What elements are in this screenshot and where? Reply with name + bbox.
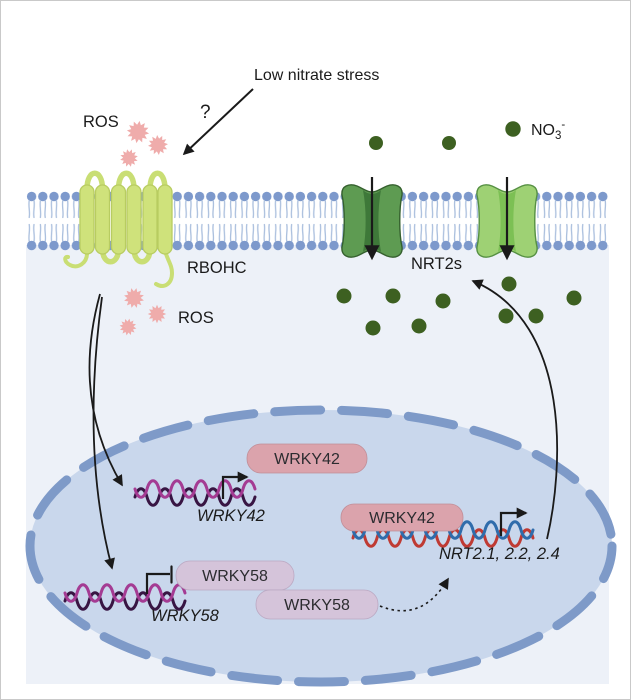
ros-particle: [125, 119, 151, 145]
nitrate-dot: [336, 288, 352, 304]
nitrate-dot: [528, 308, 544, 324]
nucleus-envelope: [25, 405, 617, 687]
wrky58-protein-box-1: [175, 560, 295, 591]
rbohc-helices: [79, 184, 173, 255]
ros-label-apoplast: ROS: [83, 113, 119, 131]
nrt2-induction-arrow: [471, 279, 558, 540]
wrky58-protein-box-2: [255, 589, 379, 620]
rbohc-c-tail: [154, 249, 175, 288]
ros-label-cytoplasm: ROS: [178, 309, 214, 327]
rbohc-label: RBOHC: [187, 259, 247, 277]
nitrate-dot: [566, 290, 582, 306]
nitrate-dot: [498, 308, 514, 324]
nitrate-dot: [411, 318, 427, 334]
wrky42-protein-box: [246, 443, 368, 474]
nitrate-dot: [385, 288, 401, 304]
wrky58-gene-dna: [63, 583, 187, 611]
rbohc-n-tail: [63, 249, 90, 269]
nitrate-label: NO3-: [531, 119, 565, 142]
nitrate-dot: [435, 293, 451, 309]
stimulus-label: Low nitrate stress: [254, 67, 379, 84]
wrky42-protein-label: WRKY42: [274, 451, 340, 468]
stimulus-arrow: [182, 88, 254, 156]
wrky58-transcription-repression: [145, 565, 173, 594]
ros-particle: [118, 147, 140, 169]
wrky58-gene-label: WRKY58: [151, 607, 220, 625]
nitrate-dot: [501, 276, 517, 292]
question-mark: ?: [200, 102, 211, 123]
nitrate-dot: [365, 320, 381, 336]
nitrate-dots: [336, 121, 582, 336]
wrky42-on-promoter-box: [340, 503, 464, 532]
wrky42-gene-label: WRKY42: [197, 507, 265, 525]
nitrate-dot: [442, 136, 456, 150]
wrky42-transcription-arrow: [221, 471, 249, 499]
nrt2s-label: NRT2s: [411, 255, 462, 273]
rbohc-protein: [63, 170, 175, 288]
wrky42-on-promoter-label: WRKY42: [369, 510, 435, 527]
ros-to-wrky42-arrow: [88, 293, 123, 487]
ros-particle: [144, 131, 172, 159]
wrky42-gene-dna: [133, 479, 257, 507]
wrky58-protein-label-2: WRKY58: [284, 597, 350, 614]
nitrate-dot: [369, 136, 383, 150]
nrt2-genes-label: NRT2.1, 2.2, 2.4: [439, 545, 560, 563]
wrky58-protein-label-1: WRKY58: [202, 568, 268, 585]
ros-to-wrky58-arrow: [92, 296, 115, 570]
nucleus: [25, 405, 617, 687]
nitrate-legend-dot: [505, 121, 521, 137]
nucleus-body: [30, 410, 612, 682]
nrt2-transcription-arrow: [499, 507, 528, 536]
